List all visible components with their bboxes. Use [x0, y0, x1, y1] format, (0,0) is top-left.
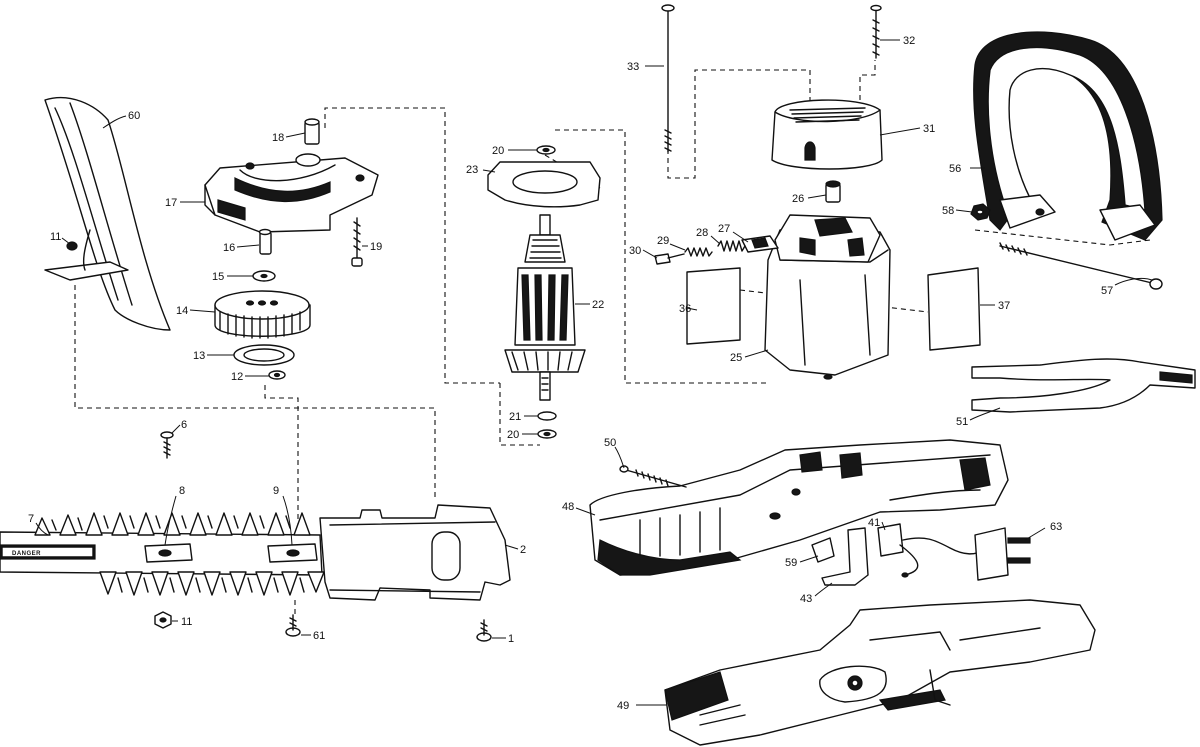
leader-lines — [35, 39, 1153, 706]
callout-56: 56 — [949, 163, 961, 175]
part-50-screw — [619, 465, 687, 488]
callout-20-lower: 20 — [507, 429, 519, 441]
blade-upper-teeth — [34, 512, 311, 536]
callout-41: 41 — [868, 517, 880, 529]
callout-17: 17 — [165, 197, 177, 209]
part-48-housing-half — [589, 439, 1009, 576]
callout-21: 21 — [509, 411, 521, 423]
part-17-gear-case — [204, 153, 379, 233]
callout-16: 16 — [223, 242, 235, 254]
part-59-button — [811, 537, 835, 563]
part-30-terminal — [654, 253, 685, 265]
callout-63: 63 — [1050, 521, 1062, 533]
part-20-washer-bottom — [537, 429, 557, 439]
part-11-nut-lower — [154, 611, 172, 629]
callout-60: 60 — [128, 110, 140, 122]
part-23-baffle-plate — [487, 161, 601, 208]
callout-6: 6 — [181, 419, 187, 431]
blade-warning-label: DANGER — [12, 551, 41, 557]
part-13-washer — [233, 344, 295, 366]
callout-8: 8 — [179, 485, 185, 497]
callout-7: 7 — [28, 513, 34, 525]
part-43-switch-spring — [821, 527, 869, 586]
callout-57: 57 — [1101, 285, 1113, 297]
callout-25: 25 — [730, 352, 742, 364]
part-31-switch-cover — [771, 99, 883, 170]
callout-13: 13 — [193, 350, 205, 362]
part-20-washer-top — [536, 145, 556, 155]
callout-1: 1 — [508, 633, 514, 645]
part-27-brush-holder — [741, 235, 779, 253]
part-8-guide — [144, 543, 193, 563]
part-16-pin — [258, 228, 272, 255]
part-14-gear — [214, 290, 311, 339]
part-12-washer — [268, 370, 286, 380]
part-9-guide — [267, 543, 318, 563]
part-22-armature — [504, 214, 586, 401]
part-6-screw — [160, 431, 174, 459]
callout-23: 23 — [466, 164, 478, 176]
part-36-insulator — [686, 267, 741, 345]
part-21-washer — [537, 411, 557, 421]
part-56-front-handle — [973, 31, 1163, 241]
part-15-washer — [252, 270, 276, 282]
blade-lower-teeth — [99, 571, 325, 596]
callout-49: 49 — [617, 700, 629, 712]
callout-18: 18 — [272, 132, 284, 144]
part-57-long-bolt — [999, 242, 1163, 290]
callout-12: 12 — [231, 371, 243, 383]
callout-27: 27 — [718, 223, 730, 235]
callout-58: 58 — [942, 205, 954, 217]
callout-33: 33 — [627, 61, 639, 73]
callout-14: 14 — [176, 305, 188, 317]
callout-50: 50 — [604, 437, 616, 449]
part-51-switch-bar — [971, 358, 1196, 413]
callout-15: 15 — [212, 271, 224, 283]
part-29-spring — [684, 247, 713, 257]
part-32-screw — [870, 4, 882, 59]
part-19-screw — [351, 217, 363, 267]
callout-30: 30 — [629, 245, 641, 257]
callout-labels: 60 11 18 17 16 19 15 14 13 12 20 23 22 2… — [28, 35, 1113, 712]
callout-37: 37 — [998, 300, 1010, 312]
part-26-bushing — [825, 180, 841, 203]
callout-43: 43 — [800, 593, 812, 605]
callout-61: 61 — [313, 630, 325, 642]
callout-32: 32 — [903, 35, 915, 47]
part-58-nut — [970, 203, 991, 221]
part-28-spring — [717, 240, 746, 252]
callout-20-upper: 20 — [492, 145, 504, 157]
callout-31: 31 — [923, 123, 935, 135]
part-61-screw — [285, 614, 301, 637]
callout-2: 2 — [520, 544, 526, 556]
part-60-debris-shield — [44, 96, 171, 331]
part-25-motor-housing — [764, 214, 891, 380]
callout-22: 22 — [592, 299, 604, 311]
part-1-screw — [476, 619, 492, 642]
part-33-long-screw — [661, 4, 675, 153]
callout-11-upper: 11 — [50, 231, 61, 243]
part-41-switch — [877, 523, 986, 578]
callout-36: 36 — [679, 303, 691, 315]
part-2-blade-assembly: DANGER — [0, 504, 511, 601]
callout-48: 48 — [562, 501, 574, 513]
callout-29: 29 — [657, 235, 669, 247]
part-63-plug — [974, 527, 1031, 581]
part-18-bushing — [304, 118, 320, 145]
part-49-housing-half — [664, 599, 1096, 746]
part-37-insulator — [927, 267, 981, 351]
callout-28: 28 — [696, 227, 708, 239]
callout-9: 9 — [273, 485, 279, 497]
callout-19: 19 — [370, 241, 382, 253]
callout-11-lower: 11 — [181, 616, 192, 628]
callout-51: 51 — [956, 416, 968, 428]
callout-59: 59 — [785, 557, 797, 569]
callout-26: 26 — [792, 193, 804, 205]
